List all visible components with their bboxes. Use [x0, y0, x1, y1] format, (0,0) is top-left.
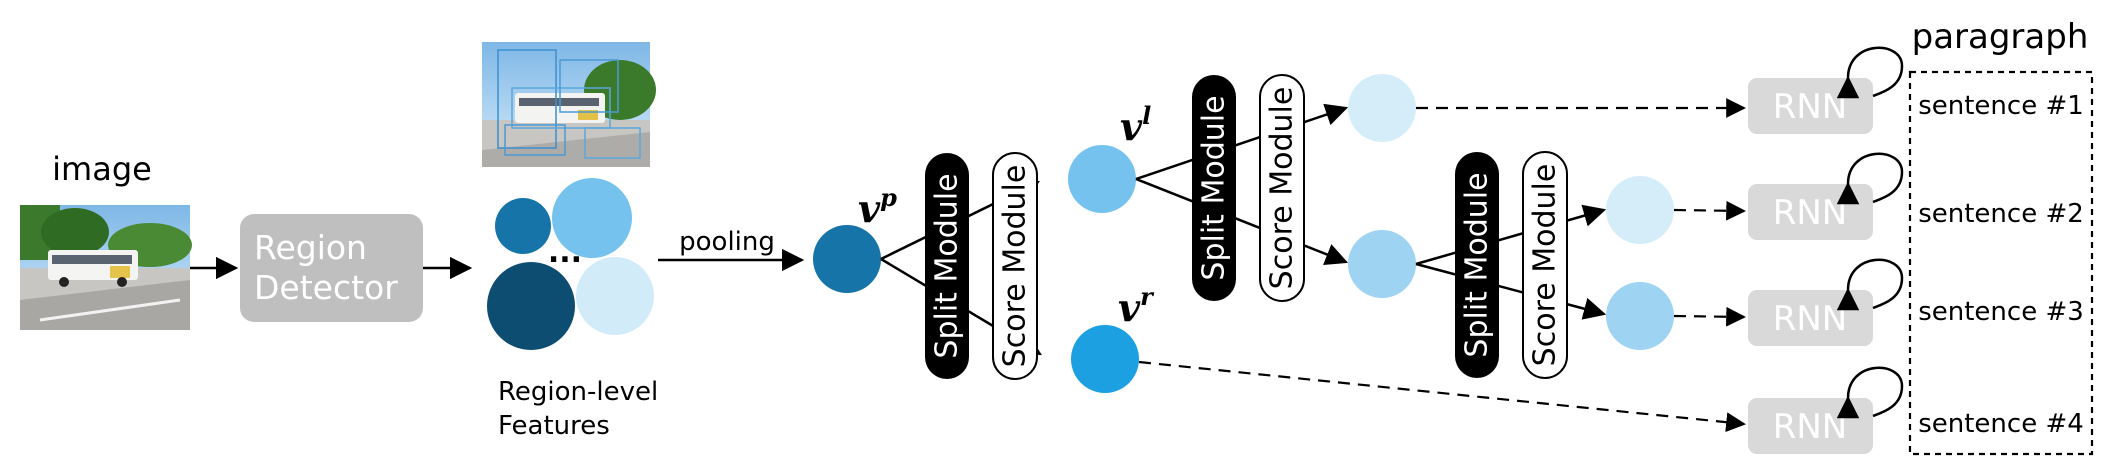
score-module-3 [1522, 151, 1568, 379]
region-features-label-1: Region-level [498, 377, 658, 407]
node-vr [1071, 325, 1139, 393]
region-detector-box [240, 214, 423, 322]
sentence-3: sentence #3 [1918, 297, 2084, 327]
vp-symbol: vp [858, 183, 897, 231]
vr-symbol: vr [1118, 282, 1155, 330]
node-vl [1068, 145, 1136, 213]
dashed-arrow-leaf3-rnn3 [1673, 306, 1746, 327]
arrow-vl-to-node2 [1135, 177, 1349, 266]
score-module-2 [1259, 74, 1305, 302]
feature-circle-4 [576, 257, 654, 335]
feature-circle-3 [487, 262, 575, 350]
feature-circle-2 [552, 178, 632, 258]
rnn-3-loop [1836, 258, 1904, 311]
score-module-3-label: Score Module [1528, 164, 1563, 367]
leaf-node-1 [1348, 74, 1416, 142]
leaf-node-3 [1606, 282, 1674, 350]
rnn-4-loop [1836, 366, 1904, 419]
detected-regions-photo [482, 42, 656, 167]
leaf-node-2 [1606, 176, 1674, 244]
rnn-1-label: RNN [1773, 87, 1848, 127]
score-module-2-label: Score Module [1265, 87, 1300, 290]
vl-symbol: vl [1120, 101, 1151, 149]
region-features-label-2: Features [498, 411, 610, 441]
score-module-1 [992, 152, 1038, 380]
image-label: image [52, 150, 152, 188]
input-photo [20, 205, 192, 330]
region-detector-label-1: Region [254, 228, 367, 267]
feature-circle-1 [495, 198, 551, 254]
split-module-3-label: Split Module [1460, 172, 1495, 357]
node-2 [1348, 230, 1416, 298]
arrow-vl-to-leaf1 [1135, 103, 1349, 181]
rnn-3-label: RNN [1773, 299, 1848, 339]
rnn-4: RNN [1748, 366, 1904, 454]
sentence-1: sentence #1 [1918, 91, 2084, 121]
split-module-2-label: Split Module [1197, 95, 1232, 280]
rnn-3: RNN [1748, 258, 1904, 346]
rnn-4-label: RNN [1773, 407, 1848, 447]
split-module-2 [1192, 75, 1236, 301]
score-module-1-label: Score Module [998, 165, 1033, 368]
paragraph-box [1908, 70, 2094, 456]
region-detector-label-2: Detector [254, 268, 398, 307]
rnn-2-label: RNN [1773, 193, 1848, 233]
rnn-2: RNN [1748, 152, 1904, 240]
rnn-2-loop [1836, 152, 1904, 205]
sentence-4: sentence #4 [1918, 409, 2084, 439]
pooling-label: pooling [679, 227, 775, 257]
rnn-1: RNN [1748, 46, 1904, 134]
features-ellipsis: ... [548, 235, 582, 270]
arrow-node2-to-leaf3 [1415, 262, 1607, 320]
dashed-arrow-leaf2-rnn2 [1673, 200, 1746, 221]
split-module-1-label: Split Module [930, 173, 965, 358]
sentence-2: sentence #2 [1918, 199, 2084, 229]
dashed-arrow-vr-rnn4 [1138, 360, 1746, 433]
split-module-3 [1455, 152, 1499, 378]
split-module-1 [925, 153, 969, 379]
paragraph-label: paragraph [1912, 17, 2089, 57]
rnn-1-loop [1836, 46, 1904, 99]
node-vp [813, 225, 881, 293]
arrow-node2-to-leaf2 [1415, 204, 1607, 266]
